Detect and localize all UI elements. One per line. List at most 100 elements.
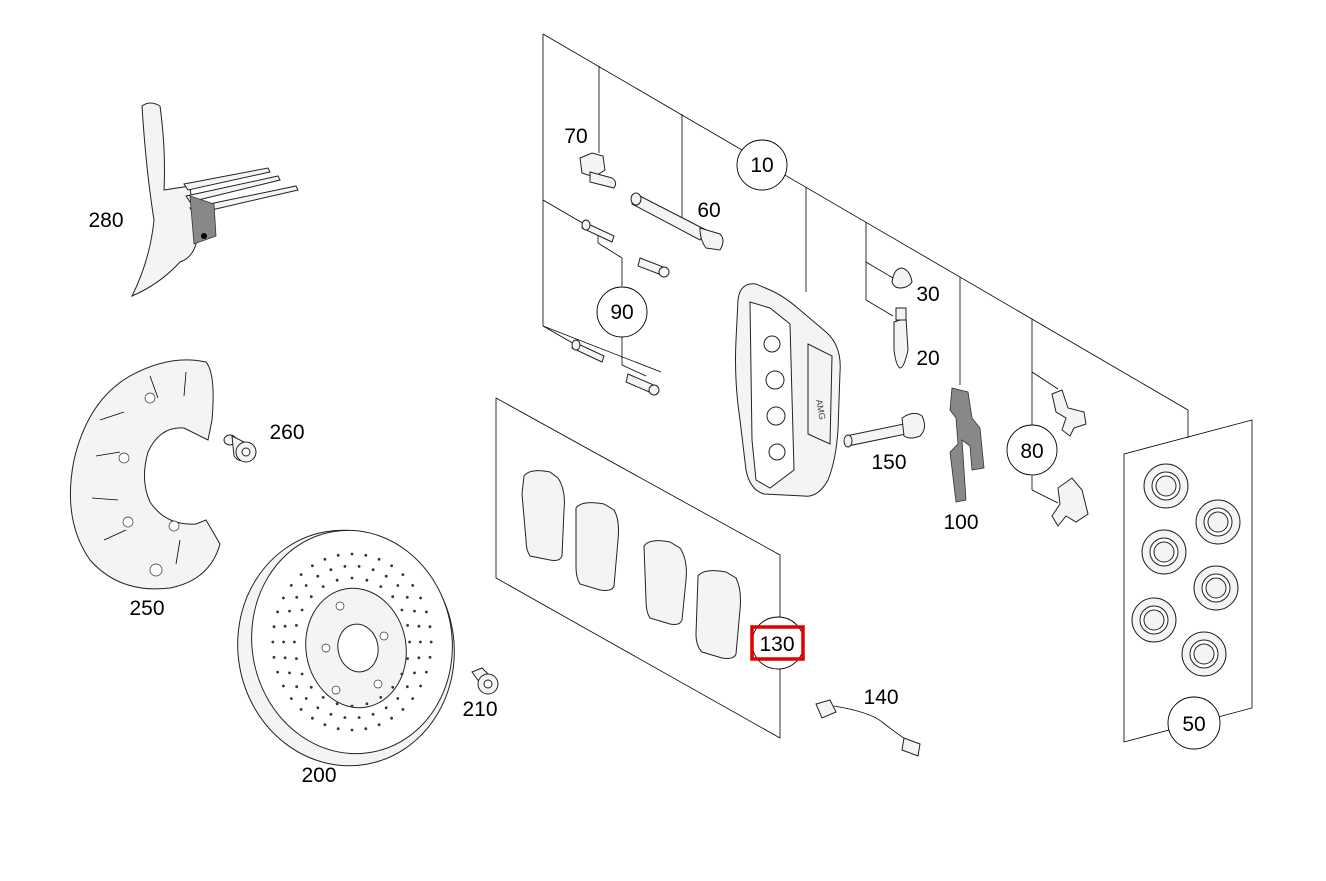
drill-hole bbox=[283, 624, 287, 628]
label-250[interactable]: 250 bbox=[129, 597, 164, 620]
drill-hole bbox=[321, 696, 325, 699]
callout-circle-50 bbox=[1167, 696, 1221, 750]
drill-hole bbox=[428, 655, 432, 659]
drill-hole bbox=[311, 716, 314, 720]
part-210-screw[interactable] bbox=[471, 667, 499, 695]
drill-hole bbox=[309, 595, 313, 599]
drill-hole bbox=[323, 557, 327, 561]
drill-hole bbox=[323, 723, 327, 727]
part-140-sensor[interactable] bbox=[815, 699, 921, 757]
part-90-bolts[interactable] bbox=[571, 219, 670, 396]
drill-hole bbox=[384, 706, 388, 710]
label-210[interactable]: 210 bbox=[462, 698, 497, 721]
drill-hole bbox=[357, 565, 361, 568]
callout-circle-80 bbox=[1006, 424, 1058, 476]
label-200[interactable]: 200 bbox=[301, 764, 336, 787]
label-280[interactable]: 280 bbox=[88, 209, 123, 232]
drill-hole bbox=[295, 685, 299, 689]
part-200-disc[interactable] bbox=[219, 513, 473, 783]
drill-hole bbox=[391, 595, 395, 599]
drill-hole bbox=[329, 712, 333, 716]
drill-hole bbox=[276, 670, 279, 674]
part-250-shield[interactable] bbox=[69, 359, 221, 590]
drill-hole bbox=[400, 672, 404, 676]
drill-hole bbox=[288, 671, 291, 675]
drill-hole bbox=[419, 596, 422, 600]
label-30[interactable]: 30 bbox=[916, 283, 939, 306]
label-20[interactable]: 20 bbox=[916, 347, 939, 370]
part-100-clip[interactable] bbox=[949, 387, 985, 503]
drill-hole bbox=[282, 596, 285, 600]
part-280-duct[interactable] bbox=[130, 102, 299, 297]
part-130-pads[interactable] bbox=[495, 397, 781, 739]
drill-hole bbox=[365, 702, 369, 706]
drill-hole bbox=[390, 564, 393, 568]
label-80[interactable]: 80 bbox=[1020, 440, 1043, 463]
part-60-bolt[interactable] bbox=[630, 192, 724, 251]
label-130[interactable]: 130 bbox=[759, 633, 794, 656]
caliper-logo: AMG bbox=[814, 399, 827, 421]
disc-drill-holes bbox=[271, 552, 433, 732]
part-70-bolt[interactable] bbox=[579, 152, 617, 189]
drill-hole bbox=[425, 670, 428, 674]
part-20-bleeder[interactable] bbox=[893, 307, 909, 369]
label-100[interactable]: 100 bbox=[943, 511, 978, 534]
drill-hole bbox=[411, 584, 415, 587]
part-30-cap[interactable] bbox=[891, 267, 913, 289]
drill-hole bbox=[417, 624, 421, 628]
drill-hole bbox=[329, 568, 333, 572]
drill-hole bbox=[304, 697, 308, 700]
part-80-clips[interactable] bbox=[1051, 389, 1089, 527]
drill-hole bbox=[271, 640, 275, 644]
drill-hole bbox=[391, 685, 395, 689]
drill-hole bbox=[350, 576, 354, 580]
drill-hole bbox=[401, 573, 405, 576]
drill-hole bbox=[300, 608, 304, 612]
drill-hole bbox=[336, 727, 340, 731]
drill-hole bbox=[364, 727, 368, 731]
drill-hole bbox=[429, 640, 433, 644]
drill-hole bbox=[300, 672, 304, 676]
drill-hole bbox=[364, 553, 368, 557]
callout-circle-10 bbox=[736, 139, 788, 191]
drill-hole bbox=[350, 552, 354, 556]
drill-hole bbox=[282, 684, 285, 688]
drill-hole bbox=[335, 578, 339, 582]
drill-hole bbox=[413, 671, 416, 675]
label-150[interactable]: 150 bbox=[871, 451, 906, 474]
drill-hole bbox=[377, 557, 381, 561]
drill-hole bbox=[289, 697, 293, 700]
drill-hole bbox=[428, 625, 432, 629]
drill-hole bbox=[282, 640, 285, 644]
drill-hole bbox=[295, 657, 298, 660]
drill-hole bbox=[299, 573, 303, 576]
part-260-screw[interactable] bbox=[223, 434, 257, 463]
drill-hole bbox=[384, 574, 388, 578]
drill-hole bbox=[413, 609, 416, 613]
drill-hole bbox=[350, 704, 354, 708]
drill-hole bbox=[406, 624, 409, 627]
drill-hole bbox=[343, 565, 347, 568]
label-90[interactable]: 90 bbox=[610, 301, 633, 324]
drill-hole bbox=[311, 564, 314, 568]
drill-hole bbox=[425, 610, 428, 614]
label-70[interactable]: 70 bbox=[564, 125, 587, 148]
drill-hole bbox=[295, 595, 299, 599]
label-60[interactable]: 60 bbox=[697, 199, 720, 222]
drill-hole bbox=[288, 609, 291, 613]
label-10[interactable]: 10 bbox=[750, 154, 773, 177]
drill-hole bbox=[316, 706, 320, 710]
drill-hole bbox=[316, 574, 320, 578]
part-50-pistons[interactable] bbox=[1123, 419, 1253, 743]
drill-hole bbox=[396, 697, 400, 700]
drill-hole bbox=[390, 716, 393, 720]
drill-hole bbox=[371, 712, 375, 716]
part-150-bolt[interactable] bbox=[843, 412, 926, 448]
drill-hole bbox=[405, 595, 409, 599]
label-50[interactable]: 50 bbox=[1182, 713, 1205, 736]
drill-hole bbox=[299, 708, 303, 711]
highlight-box-130 bbox=[750, 625, 805, 661]
label-140[interactable]: 140 bbox=[863, 686, 898, 709]
part-10-caliper[interactable]: AMG bbox=[735, 283, 841, 497]
label-260[interactable]: 260 bbox=[269, 421, 304, 444]
